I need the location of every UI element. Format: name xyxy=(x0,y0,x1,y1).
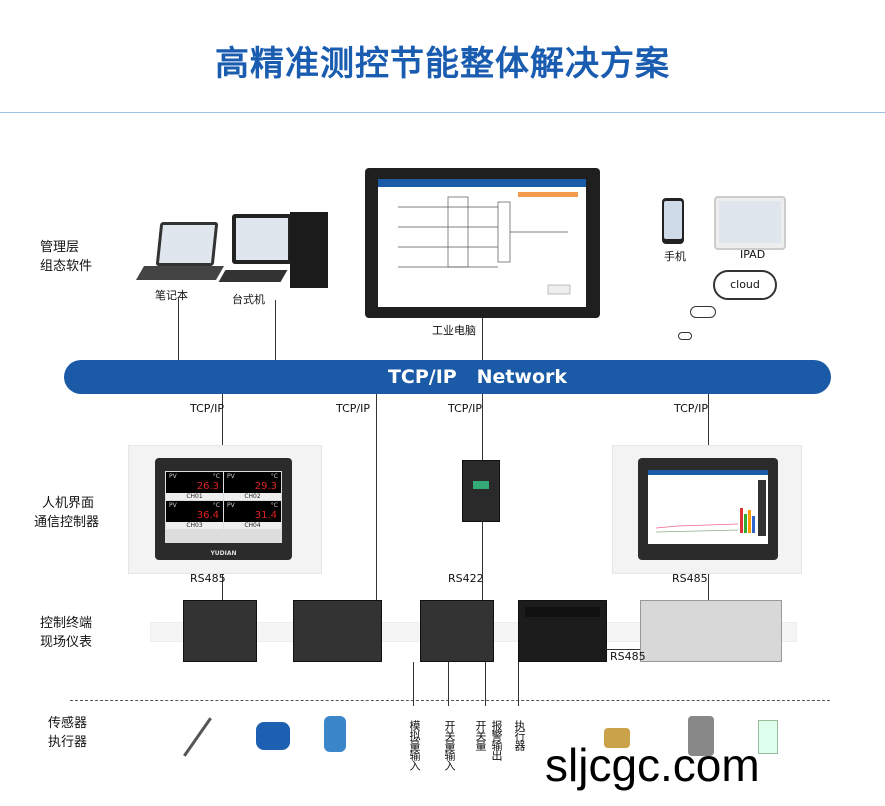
tier-label: 通信控制器 xyxy=(34,515,100,530)
tier-management: 管理层 组态软件 xyxy=(40,238,92,276)
connector-line xyxy=(178,298,179,360)
io-arrow xyxy=(518,662,519,706)
tier-sensors: 传感器 执行器 xyxy=(48,714,87,752)
laptop-icon xyxy=(155,222,219,266)
signal-module-icon xyxy=(758,720,778,754)
link-label: TCP/IP xyxy=(336,402,370,415)
io-arrow xyxy=(448,662,449,706)
small-cloud-icon xyxy=(690,306,716,318)
connector-line xyxy=(376,394,377,600)
communication-gateway xyxy=(462,460,500,522)
tier-label: 控制终端 xyxy=(40,616,93,631)
tier-label: 管理层 xyxy=(40,240,80,255)
connector-line xyxy=(708,558,709,600)
plc-module xyxy=(640,600,782,662)
ipad-icon xyxy=(714,196,786,250)
link-label: TCP/IP xyxy=(448,402,482,415)
industrial-pc-screen xyxy=(378,179,586,307)
channel-name: CH04 xyxy=(224,522,281,529)
ipad-label: IPAD xyxy=(740,248,766,261)
channel-name: CH01 xyxy=(166,493,223,500)
watermark: sljcgc.com xyxy=(545,739,760,791)
connector-line xyxy=(482,394,483,460)
controller-module xyxy=(420,600,494,662)
trend-chart-screen xyxy=(648,470,768,544)
network-label: Network xyxy=(476,366,568,388)
laptop-keyboard xyxy=(135,266,225,280)
controller-module xyxy=(293,600,382,662)
page-title: 高精准测控节能整体解决方案 xyxy=(215,44,670,84)
io-arrow xyxy=(485,662,486,706)
tcp-ip-network-bus: TCP/IP Network xyxy=(64,360,831,394)
thermocouple-icon xyxy=(183,717,212,757)
desktop-label: 台式机 xyxy=(232,293,265,306)
link-label: TCP/IP xyxy=(190,402,224,415)
controller-module xyxy=(183,600,257,662)
industrial-pc xyxy=(365,168,600,318)
link-label: RS485 xyxy=(672,572,708,585)
connector-line xyxy=(275,300,276,360)
meter-display xyxy=(525,607,600,617)
io-label-alarm-output: 报警输出 xyxy=(490,720,503,760)
proximity-sensor-icon xyxy=(604,728,630,748)
phone-icon xyxy=(662,198,684,244)
tier-control: 控制终端 现场仪表 xyxy=(40,614,92,652)
tier-label: 组态软件 xyxy=(40,259,93,274)
cloud-label: cloud xyxy=(730,278,760,291)
field-divider xyxy=(70,700,830,701)
laptop-label: 笔记本 xyxy=(155,289,188,302)
tier-label: 传感器 xyxy=(48,716,88,731)
connector-line xyxy=(482,318,483,360)
tier-label: 人机界面 xyxy=(42,496,95,511)
link-label: RS485 xyxy=(610,650,646,663)
link-label: RS485 xyxy=(190,572,226,585)
tier-hmi: 人机界面 通信控制器 xyxy=(34,494,99,532)
io-arrow xyxy=(413,662,414,706)
link-label: RS422 xyxy=(448,572,484,585)
hmi-right xyxy=(638,458,778,560)
desktop-tower-icon xyxy=(290,212,328,288)
phone-label: 手机 xyxy=(664,250,686,263)
valve-actuator-icon xyxy=(688,716,714,756)
connector-line xyxy=(482,520,483,600)
brand-logo: YUDIAN xyxy=(210,550,237,557)
desktop-monitor-icon xyxy=(232,214,292,264)
io-label-digital-output: 开关量 xyxy=(474,720,487,750)
panel-meter xyxy=(518,600,607,662)
io-label-analog-input: 模拟量输入 xyxy=(408,720,421,770)
connector-line xyxy=(222,394,223,458)
channel-name: CH03 xyxy=(166,522,223,529)
tier-label: 现场仪表 xyxy=(40,635,93,650)
cloud-icon: cloud xyxy=(713,270,777,300)
tier-label: 执行器 xyxy=(48,735,88,750)
network-label: TCP/IP xyxy=(387,366,457,388)
connector-line xyxy=(708,394,709,458)
io-label-actuator: 执行器 xyxy=(513,720,526,750)
link-label: TCP/IP xyxy=(674,402,708,415)
connector-line xyxy=(222,558,223,600)
desktop-keyboard xyxy=(218,270,288,282)
channel-name: CH02 xyxy=(224,493,281,500)
flowmeter-icon xyxy=(256,722,290,750)
industrial-pc-label: 工业电脑 xyxy=(432,324,476,337)
connector-line xyxy=(605,649,640,650)
small-cloud-icon xyxy=(678,332,692,340)
title-divider xyxy=(0,112,885,113)
io-label-digital-input: 开关量输入 xyxy=(443,720,456,770)
pressure-transmitter-icon xyxy=(324,716,346,752)
process-schematic xyxy=(398,192,578,295)
